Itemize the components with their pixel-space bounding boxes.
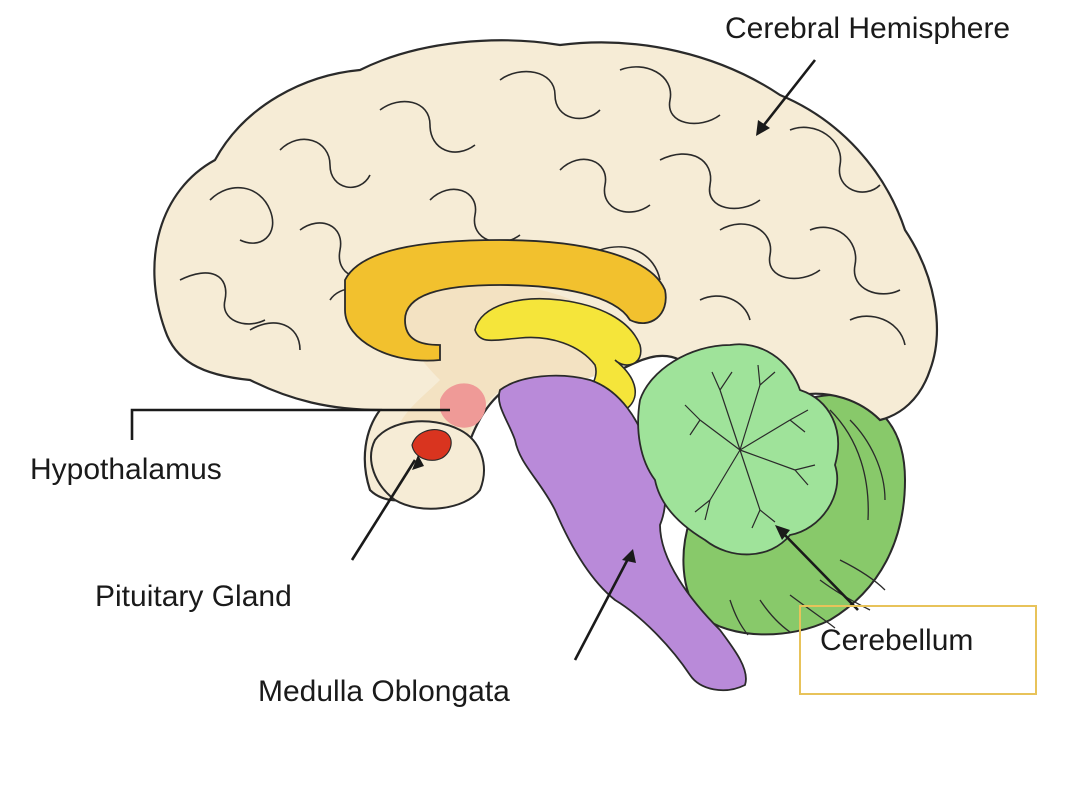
label-cerebral-hemisphere: Cerebral Hemisphere (725, 12, 1011, 45)
pointer-lines (130, 59, 859, 661)
corpus-callosum (344, 239, 667, 362)
hypothalamus-pointer (130, 408, 450, 440)
pituitary-gland-pointer (350, 459, 417, 561)
label-pituitary-gland: Pituitary Gland (95, 580, 292, 613)
cerebral-hemisphere-pointer (758, 59, 817, 131)
label-medulla-oblongata: Medulla Oblongata (258, 675, 510, 708)
medulla-oblongata-pointer (573, 554, 632, 661)
arbor-vitae (684, 364, 816, 529)
gyri-lines (179, 66, 906, 351)
label-cerebellum: Cerebellum (820, 624, 974, 657)
pituitary-region (411, 429, 452, 461)
brainstem (498, 374, 747, 692)
pointer-arrowheads (412, 120, 790, 563)
hypothalamus-region (440, 383, 486, 428)
cerebellum-highlight-box (799, 605, 1037, 695)
label-hypothalamus: Hypothalamus (30, 453, 222, 486)
cerebellum-pointer (779, 529, 859, 611)
